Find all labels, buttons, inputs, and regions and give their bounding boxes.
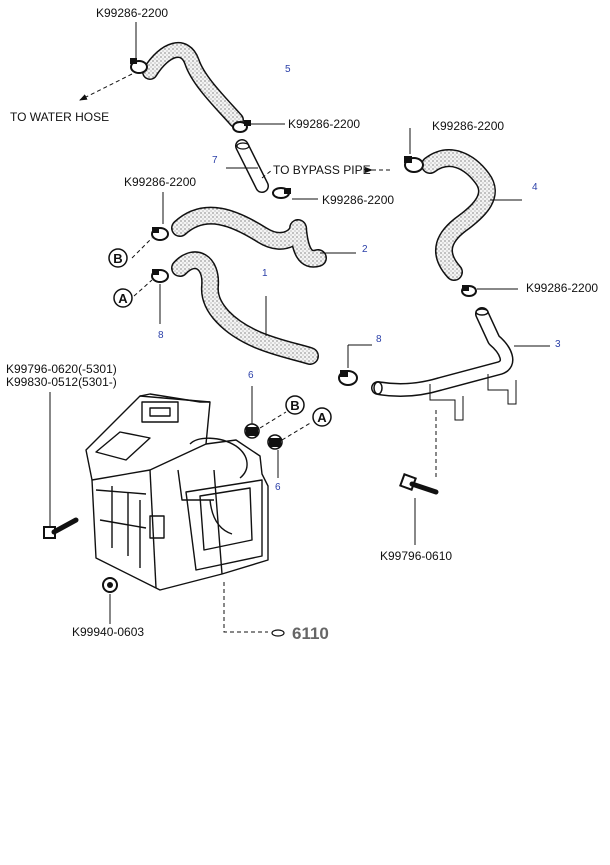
bolt-left	[43, 392, 79, 539]
label-clamp-right-lower: K99286-2200	[526, 281, 598, 295]
callout-6-lower: 6	[275, 482, 281, 493]
label-bolt-right: K99796-0610	[380, 549, 452, 563]
reference-symbol	[271, 629, 285, 637]
marker-b-left-circle	[108, 248, 128, 268]
label-bolt-b: K99830-0512(5301-)	[6, 375, 117, 389]
callout-2: 2	[362, 244, 368, 255]
callout-6-upper: 6	[248, 370, 254, 381]
clamp-pipe-lower	[272, 187, 318, 200]
callout-8-right: 8	[376, 334, 382, 345]
marker-a-left-circle	[113, 288, 133, 308]
callout-1: 1	[262, 268, 268, 279]
marker-b-left: B	[113, 251, 122, 266]
label-clamp-right-top: K99286-2200	[432, 119, 504, 133]
label-reference: 6110	[292, 624, 329, 643]
hose-4	[421, 149, 496, 281]
hose-1	[171, 251, 319, 365]
heater-unit	[85, 393, 269, 591]
fitting-6-upper	[244, 386, 260, 439]
pipe-3	[371, 307, 517, 421]
label-clamp-left: K99286-2200	[124, 175, 196, 189]
marker-a-left: A	[118, 291, 128, 306]
clamp-mid	[232, 120, 285, 133]
label-bypass-pipe: TO BYPASS PIPE	[273, 163, 371, 177]
marker-b-right: B	[290, 398, 299, 413]
clamp-left-lower	[151, 269, 169, 324]
callout-7: 7	[212, 155, 218, 166]
label-bolt-a: K99796-0620(-5301)	[6, 362, 117, 376]
pipe-7	[235, 139, 269, 193]
clamp-right-top	[404, 128, 424, 173]
clamp-8-right	[338, 344, 372, 386]
hose-2	[171, 206, 327, 268]
nut-bottom	[102, 577, 118, 624]
label-water-hose: TO WATER HOSE	[10, 110, 109, 124]
label-clamp-mid: K99286-2200	[288, 117, 360, 131]
callout-4: 4	[532, 182, 538, 193]
marker-b-right-circle	[285, 395, 305, 415]
marker-a-right: A	[317, 410, 327, 425]
callout-8-left: 8	[158, 330, 164, 341]
callout-5: 5	[285, 64, 291, 75]
fitting-6-lower	[267, 434, 283, 478]
callout-3: 3	[555, 339, 561, 350]
label-nut-bottom: K99940-0603	[72, 625, 144, 639]
label-clamp-top: K99286-2200	[96, 6, 168, 20]
marker-a-right-circle	[312, 407, 332, 427]
bolt-right	[399, 473, 439, 545]
clamp-top	[130, 22, 148, 74]
label-clamp-pipe-lower: K99286-2200	[322, 193, 394, 207]
hose-5	[142, 42, 244, 128]
clamp-left-upper	[151, 192, 169, 241]
clamp-right-lower	[461, 285, 518, 297]
